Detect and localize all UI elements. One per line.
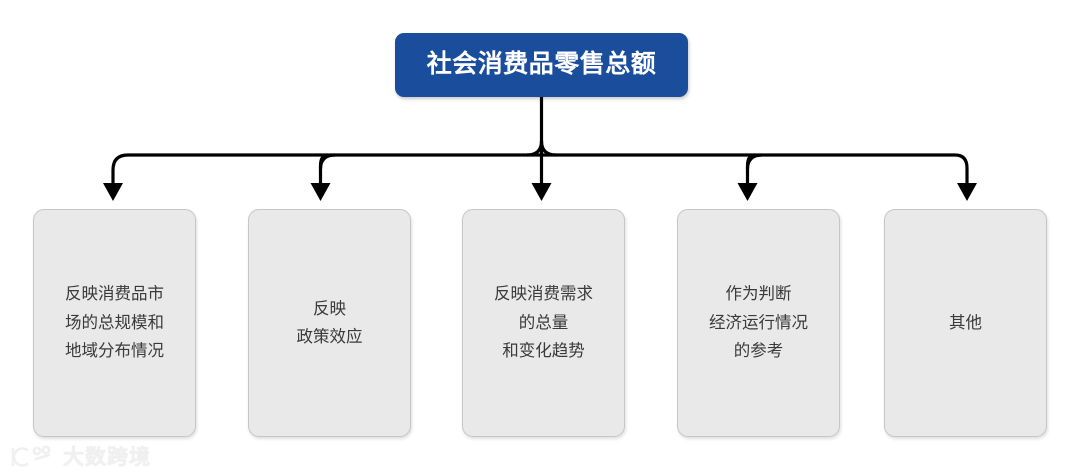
leaf-node-box-2[interactable]: 反映 政策效应 (248, 209, 411, 437)
arrowhead-3 (737, 183, 758, 201)
leaf-node-label-5: 其他 (949, 313, 982, 332)
leaf-node-box-1[interactable]: 反映消费品市 场的总规模和 地域分布情况 (33, 209, 196, 437)
connector-fillet-center-left (526, 140, 544, 157)
watermark-text: 大数跨境 (63, 445, 151, 469)
leaf-node-label-1: 反映消费品市 场的总规模和 地域分布情况 (65, 285, 164, 361)
leaf-node-box-3[interactable]: 反映消费需求 的总量 和变化趋势 (462, 209, 625, 437)
leaf-node-box-4[interactable]: 作为判断 经济运行情况 的参考 (677, 209, 840, 437)
root-node-box[interactable]: 社会消费品零售总额 (395, 33, 688, 97)
connector-bus-right-2 (745, 153, 756, 188)
connector-fillet-b1 (318, 153, 336, 170)
leaf-node-label-4: 作为判断 经济运行情况 的参考 (709, 285, 808, 361)
arrowhead-2 (531, 183, 552, 201)
arrowhead-0 (103, 183, 123, 201)
connector-fillet-center-right (539, 140, 557, 157)
connector-fillet-b3 (745, 153, 763, 170)
arrowhead-1 (310, 183, 331, 201)
leaf-node-label-3: 反映消费需求 的总量 和变化趋势 (494, 285, 593, 361)
arrowhead-4 (957, 183, 977, 201)
connector-bus-left-2 (318, 153, 329, 188)
ic-circle-dots-logo-icon (11, 445, 51, 467)
leaf-node-label-2: 反映 政策效应 (296, 299, 363, 346)
connector-bus-right (541, 153, 969, 188)
watermark: 大数跨境 (4, 444, 151, 470)
connector-bus-left (111, 153, 542, 188)
root-node-label: 社会消费品零售总额 (426, 50, 657, 79)
leaf-node-box-5[interactable]: 其他 (884, 209, 1047, 437)
